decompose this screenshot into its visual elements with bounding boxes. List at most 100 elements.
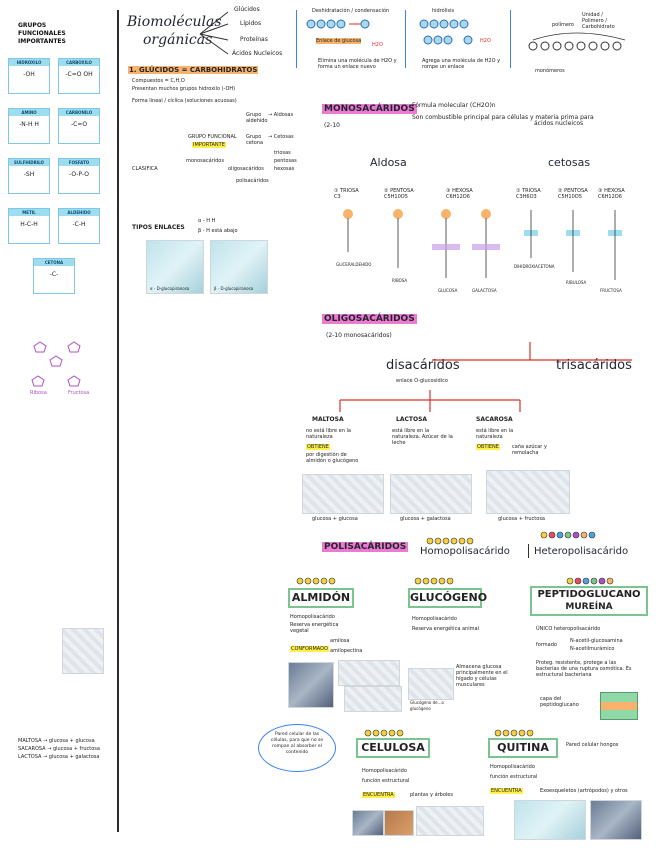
- size-triosas: triosas: [274, 150, 291, 156]
- header-divider-3: [510, 10, 511, 68]
- celulosa-line-2: función estructural: [362, 778, 410, 784]
- hydrolysis-chain: [419, 19, 473, 45]
- peptido-title: PEPTIDOGLUCANO MUREÍNA: [530, 586, 648, 616]
- glucogeno-line-3: Almacena glucosa principalmente en el hí…: [456, 664, 508, 688]
- card-formula: -C-H: [72, 221, 86, 228]
- sacarosa-title: SACAROSA: [476, 416, 513, 423]
- peptido-line-2: Proteg. resistente, protege a las bacter…: [536, 660, 632, 678]
- card-formula: -SH: [23, 171, 35, 178]
- enlace-glucosidico: enlace O-glucosídico: [396, 378, 448, 384]
- quitina-encuentra: ENCUENTRA: [490, 788, 523, 794]
- aldosas-arrow: → Aldosas: [268, 112, 294, 118]
- formula-note: Fórmula molecular (CH2O)n: [412, 102, 496, 109]
- header-divider: [296, 10, 297, 68]
- card-metil: METIL H-C-H: [8, 208, 50, 244]
- peptido-title-text: PEPTIDOGLUCANO: [537, 589, 641, 600]
- maltosa-obtiene-text: por digestión de almidón o glucógeno: [306, 452, 359, 464]
- alpha-note: α - H H: [198, 218, 216, 224]
- glucidos-line-2: Presentan muchos grupos hidroxilo (-OH): [132, 86, 236, 92]
- alpha-glucose-image: [146, 240, 204, 294]
- peptido-subtitle: MUREÍNA: [565, 602, 613, 612]
- quitina-photo-2: [590, 800, 642, 840]
- polisac-heading: POLISACÁRIDOS: [322, 542, 409, 552]
- cetosa-title: cetosas: [548, 156, 591, 169]
- cetosa-structures: [524, 210, 622, 280]
- trisacaridos-title: trisacáridos: [556, 358, 632, 373]
- note-bubble-text: Pared celular de las células, para que n…: [270, 732, 324, 755]
- page-subtitle: orgánicas: [143, 32, 213, 48]
- card-label: AMINO: [9, 109, 49, 116]
- peptido-line-1: ÚNICO heteropolisacárido: [536, 626, 601, 632]
- almidon-line-1: Homopolisacárido: [290, 614, 335, 620]
- aldosa-type-3: ③ HEXOSA C6H12O6: [446, 188, 473, 200]
- branch-glucidos: Glúcidos: [234, 6, 260, 13]
- sidebar-note-3: LACTOSA → glucosa + galactosa: [18, 754, 100, 760]
- homo-label: Homopolisacárido: [420, 546, 510, 557]
- sacarosa-desc: está libre en la naturaleza: [476, 428, 514, 440]
- glucidos-heading: 1. GLÚCIDOS = CARBOHIDRATOS: [128, 66, 259, 74]
- peptido-layers: [600, 692, 638, 720]
- card-aldehido: ALDEHIDO -C-H: [58, 208, 100, 244]
- amilopectina-label: amilopectina: [330, 648, 363, 654]
- encuentra-label: ENCUENTRA: [362, 792, 395, 798]
- aldosa-type-1: ① TRIOSA C3: [334, 188, 359, 200]
- sidebar-note-1: MALTOSA → glucosa + glucosa: [18, 738, 95, 744]
- amilosa-label: amilosa: [330, 638, 350, 644]
- monosac-heading: MONOSACÁRIDOS: [322, 104, 417, 114]
- divider-bar: [528, 544, 529, 558]
- header-divider-2: [405, 10, 406, 68]
- card-carbonilo: CARBONILO -C=O: [58, 108, 100, 144]
- card-sulfhidrilo: SULFHIDRILO -SH: [8, 158, 50, 194]
- monosac-label: monosacáridos: [186, 158, 224, 164]
- card-cetona: CETONA -C-: [33, 258, 75, 294]
- sacarosa-obtiene: OBTIENE: [476, 444, 500, 450]
- size-pentosas: pentosas: [274, 158, 297, 164]
- quitina-title: QUITINA: [488, 738, 558, 758]
- celulosa-encuentra: ENCUENTRA: [362, 792, 395, 798]
- card-formula: -C=O OH: [65, 71, 93, 78]
- quitina-side: Pared celular hongos: [566, 742, 619, 748]
- glucidos-line-1: Compuestos = C,H,O: [132, 78, 185, 84]
- monosac-heading-text: MONOSACÁRIDOS: [322, 104, 417, 114]
- glucogeno-caption: Glucógeno de...o glucógeno: [410, 700, 444, 711]
- peptido-f2: N-acetilmurámico: [570, 646, 615, 652]
- card-hidroxilo: HIDROXILO -OH: [8, 58, 50, 94]
- aldosa-type-2: ② PENTOSA C5H10O5: [384, 188, 414, 200]
- celulosa-title: CELULOSA: [356, 738, 430, 758]
- branch-proteinas: Proteínas: [240, 36, 268, 43]
- polymer-label: polímero: [552, 22, 574, 28]
- card-carboxilo: CARBOXILO -C=O OH: [58, 58, 100, 94]
- importante-text: IMPORTANTE: [192, 142, 226, 148]
- celulosa-chain: [364, 729, 404, 737]
- note-bubble: [258, 724, 336, 772]
- ring-doodles: [31, 341, 81, 387]
- card-formula: -C=O: [70, 121, 88, 128]
- maltosa-caption: glucosa + glucosa: [312, 516, 358, 522]
- quitina-photo-1: [514, 800, 586, 840]
- aldosa-name-3: GLUCOSA: [438, 288, 458, 293]
- obtiene-label: OBTIENE: [476, 444, 500, 450]
- hetero-chain: [540, 531, 596, 539]
- amilopectina-structure: [344, 686, 402, 712]
- ribosa-label: Ribosa: [30, 390, 47, 396]
- tipos-enlace-label: TIPOS ENLACES: [132, 224, 185, 231]
- glucidos-line-3: Forma lineal / cíclica (soluciones acuos…: [132, 98, 237, 104]
- dehydration-note: Elimina una molécula de H2O y forma un e…: [318, 58, 397, 70]
- celulosa-where: plantas y árboles: [410, 792, 453, 798]
- cetosa-type-2: ② PENTOSA C5H10O5: [558, 188, 588, 200]
- almidon-line-2: Reserva energética vegetal: [290, 622, 339, 634]
- aldosa-name-4: GALACTOSA: [472, 288, 497, 293]
- page-title: Biomoléculas: [127, 14, 222, 30]
- oligo-heading: OLIGOSACÁRIDOS: [322, 314, 417, 324]
- fructosa-label: Fructosa: [68, 390, 90, 396]
- amilosa-structure: [338, 660, 400, 686]
- hetero-label: Heteropolisacárido: [534, 546, 629, 557]
- maltosa-obtiene: OBTIENE: [306, 444, 330, 450]
- obtiene-label: OBTIENE: [306, 444, 330, 450]
- cetosa-name-3: FRUCTOSA: [600, 288, 622, 293]
- importante-label: IMPORTANTE: [192, 142, 226, 148]
- card-label: ALDEHIDO: [59, 209, 99, 216]
- card-label: CARBOXILO: [59, 59, 99, 66]
- polymer-small: Unidad / Polimero / Carbohidrato: [582, 12, 615, 30]
- lactosa-desc: está libre en la naturaleza. Azúcar de l…: [392, 428, 453, 446]
